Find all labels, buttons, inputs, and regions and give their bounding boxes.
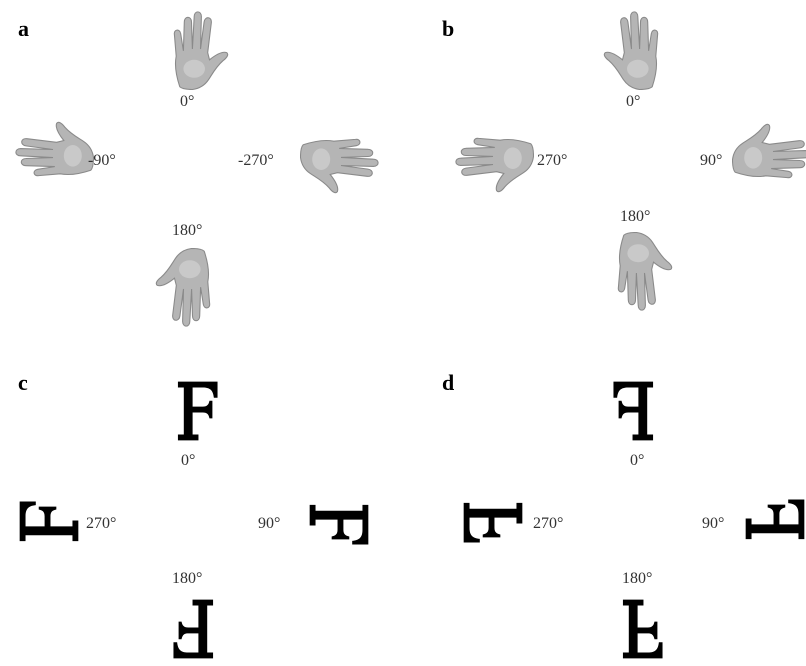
hand-icon	[160, 8, 232, 90]
panel-label-d: d	[442, 370, 454, 396]
letter-f-icon	[620, 596, 664, 662]
letter-f-icon	[612, 378, 656, 444]
angle-label-bottom: 180°	[172, 222, 202, 240]
angle-label-right: -270°	[238, 152, 274, 170]
angle-label-left: 270°	[86, 515, 116, 533]
letter-f-icon	[16, 500, 82, 544]
hand-icon	[732, 120, 806, 192]
angle-label-bottom: 180°	[622, 570, 652, 588]
angle-label-bottom: 180°	[620, 208, 650, 226]
angle-label-left: 270°	[537, 152, 567, 170]
angle-label-right: 90°	[258, 515, 280, 533]
letter-f-icon	[175, 378, 219, 444]
angle-label-left: -90°	[88, 152, 116, 170]
panel-label-c: c	[18, 370, 28, 396]
hand-icon	[600, 8, 672, 90]
letter-f-icon	[460, 500, 526, 544]
panel-label-a: a	[18, 16, 29, 42]
angle-label-right: 90°	[700, 152, 722, 170]
angle-label-top: 0°	[630, 452, 644, 470]
hand-icon	[604, 232, 676, 314]
letter-f-icon	[172, 596, 216, 662]
angle-label-bottom: 180°	[172, 570, 202, 588]
hand-icon	[152, 248, 224, 330]
panel-label-b: b	[442, 16, 454, 42]
hand-icon	[452, 124, 534, 196]
letter-f-icon	[306, 502, 372, 546]
angle-label-top: 0°	[181, 452, 195, 470]
angle-label-left: 270°	[533, 515, 563, 533]
angle-label-top: 0°	[626, 93, 640, 111]
angle-label-top: 0°	[180, 93, 194, 111]
angle-label-right: 90°	[702, 515, 724, 533]
hand-icon	[300, 125, 382, 197]
hand-icon	[12, 118, 94, 190]
letter-f-icon	[742, 498, 806, 542]
